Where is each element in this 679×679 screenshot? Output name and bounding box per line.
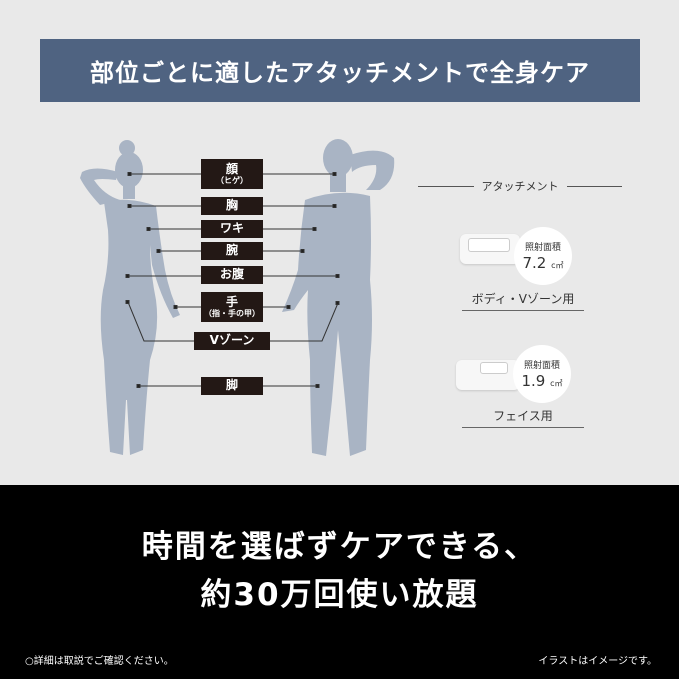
illustration-panel: 部位ごとに適したアタッチメントで全身ケア (40, 39, 640, 457)
attachment-name-body: ボディ・Vゾーン用 (462, 290, 584, 311)
body-part-label-chest: 胸 (201, 197, 263, 215)
attachment-name-face: フェイス用 (462, 407, 584, 428)
body-part-label-legs: 脚 (201, 377, 263, 395)
slogan-line-1: 時間を選ばずケアできる、 (141, 529, 538, 565)
note-details: ○詳細は取説でご確認ください。 (25, 656, 174, 667)
face-attachment-icon (456, 360, 520, 390)
attachments-heading: アタッチメント (418, 178, 622, 194)
body-part-label-belly: お腹 (201, 266, 263, 284)
title-banner: 部位ごとに適したアタッチメントで全身ケア (40, 39, 640, 102)
area-bubble-body: 照射面積 7.2 c㎡ (514, 227, 572, 285)
male-figure-icon (282, 139, 395, 457)
area-bubble-face: 照射面積 1.9 c㎡ (513, 345, 571, 403)
divider (566, 185, 622, 187)
female-figure-icon (80, 140, 180, 455)
banner-title: 部位ごとに適したアタッチメントで全身ケア (90, 59, 590, 87)
body-part-label-hand: 手 （指・手の甲） (201, 292, 263, 322)
body-figures-icon (80, 139, 395, 457)
body-attachment-icon (460, 234, 520, 264)
body-part-label-v-zone: Vゾーン (194, 332, 270, 350)
divider (418, 185, 474, 187)
body-part-label-face: 顔 （ヒゲ） (201, 159, 263, 189)
note-illustration: イラストはイメージです。 (538, 656, 657, 667)
body-part-label-underarm: ワキ (201, 220, 263, 238)
body-part-label-arm: 腕 (201, 242, 263, 260)
slogan-panel: 時間を選ばずケアできる、 約30万回使い放題 ○詳細は取説でご確認ください。 イ… (0, 485, 679, 679)
slogan-line-2: 約30万回使い放題 (200, 577, 479, 613)
